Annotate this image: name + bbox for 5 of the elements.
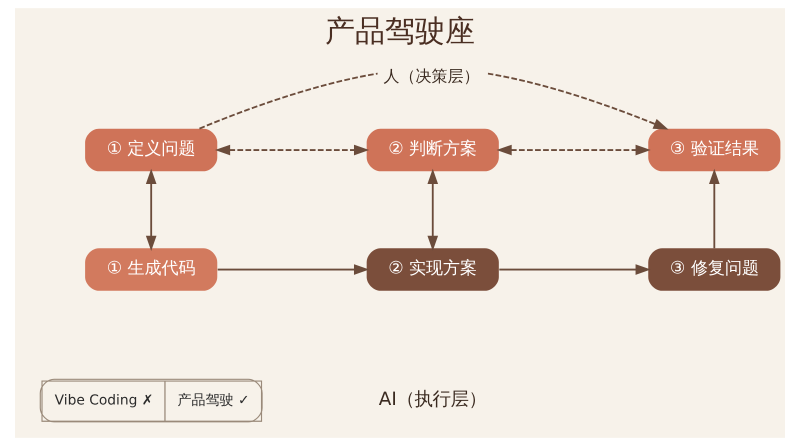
label: 产品驾驶 ✓: [178, 392, 250, 409]
diagram-title: 产品驾驶座: [325, 14, 475, 50]
label: Vibe Coding ✗: [54, 392, 154, 409]
edge-label: 人（决策层）: [383, 66, 480, 86]
label: AI（执行层）: [378, 388, 487, 410]
